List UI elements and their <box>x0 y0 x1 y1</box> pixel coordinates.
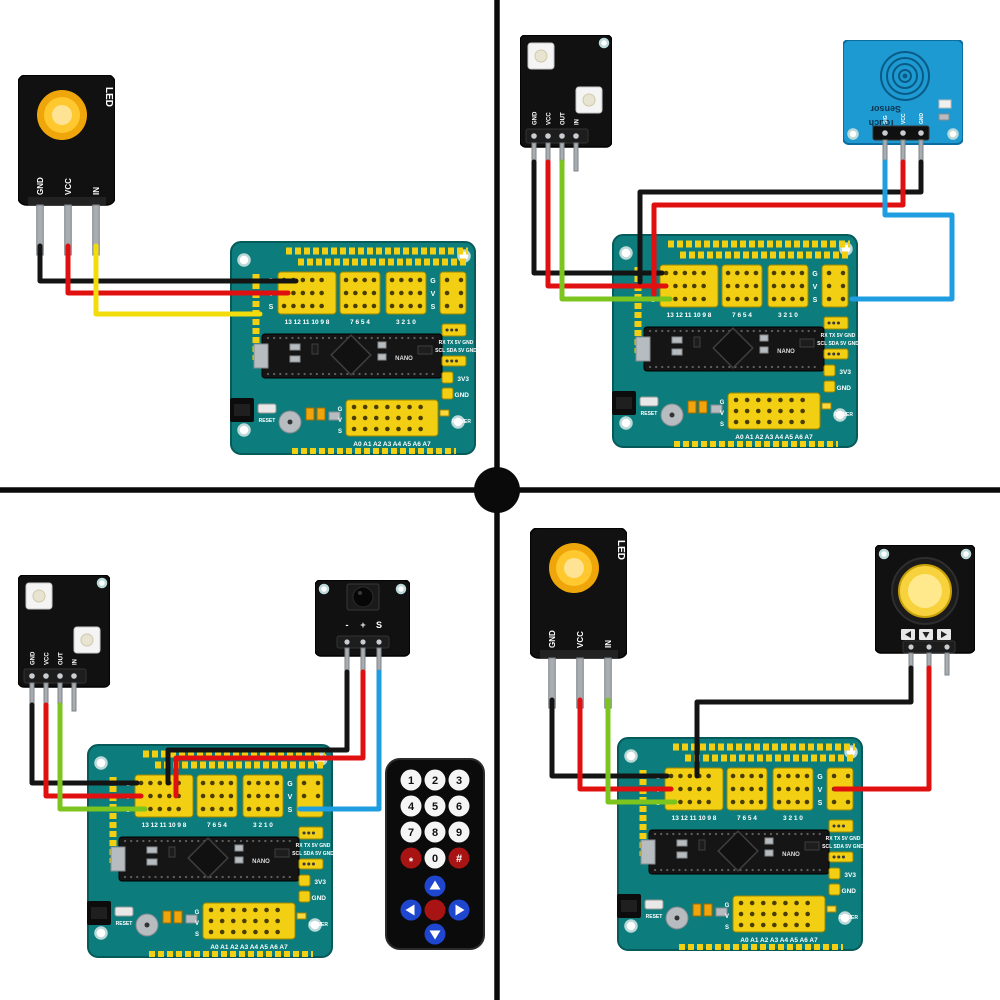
wire-led-vcc-red <box>577 697 674 792</box>
wire-rgb-vcc-red <box>545 159 669 289</box>
shield-top-left <box>230 242 477 454</box>
divider-center-dot <box>474 467 520 513</box>
wire-button-signal-red <box>832 665 932 792</box>
wire-rgb-gnd-black <box>29 702 140 786</box>
wire-button-gnd-black <box>694 665 914 779</box>
wire-touch-gnd-black <box>637 159 924 285</box>
shield-bottom-left <box>87 745 334 957</box>
ir-remote-bottom-left <box>385 758 485 950</box>
wire-rgb-signal-green <box>57 702 148 812</box>
shield-top-right <box>612 235 859 447</box>
wire-ir-vcc-red <box>173 669 366 799</box>
wire-ir-signal-blue <box>297 669 382 812</box>
wire-led-gnd-black <box>549 697 670 779</box>
wire-gnd-black <box>37 243 299 284</box>
wire-vcc-red <box>65 243 291 296</box>
wire-signal-yellow <box>93 243 263 317</box>
wire-rgb-signal-green <box>559 159 673 302</box>
shield-bottom-right <box>617 738 864 950</box>
wire-touch-signal-blue <box>849 159 955 302</box>
wire-rgb-vcc-red <box>43 702 144 799</box>
wire-rgb-gnd-black <box>531 159 665 276</box>
wire-ir-gnd-black <box>165 669 350 786</box>
wire-led-signal-green <box>605 697 678 805</box>
wire-touch-vcc-red <box>651 159 906 297</box>
